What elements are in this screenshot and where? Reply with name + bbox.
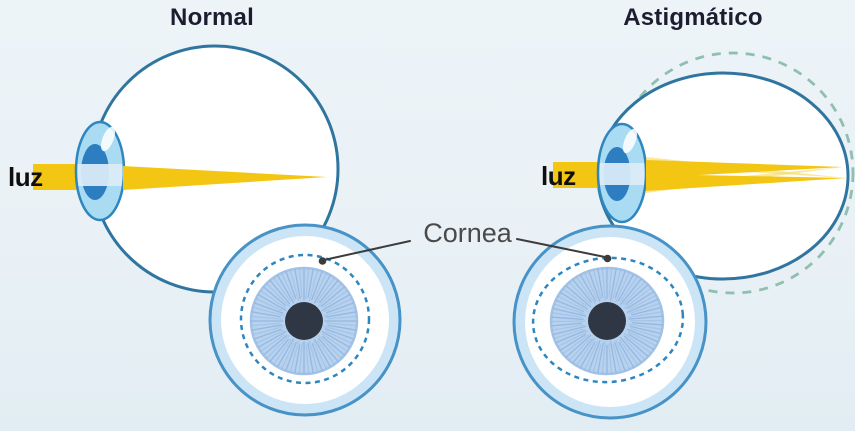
light-label-left: luz [8,162,43,192]
light-through-cornea-left [76,164,124,186]
leader-dot-right [603,254,612,263]
normal-title: Normal [170,4,254,31]
cornea-side-right [596,122,648,224]
cornea-side-left [74,120,126,222]
cornea-dashed-ellipse-right [531,256,685,384]
cornea-leader-left [318,240,411,265]
cornea-label: Cornea [423,218,512,248]
iris-striations-left [250,267,358,375]
iris-striations-right [550,267,664,375]
pupil-right [588,302,626,340]
cornea-shine-right [622,128,638,154]
light-beam-left-incoming [33,164,81,190]
normal-cornea-front-view [208,223,402,417]
light-beam-right-focus-1 [646,160,843,178]
astigmatic-cornea-front-view [512,224,708,420]
light-beam-left-focused [123,166,327,190]
pupil-left [285,302,323,340]
cornea-leader-right [516,238,612,263]
light-beam-right-focus-2 [646,174,847,191]
light-label-right: luz [541,161,576,191]
cornea-dashed-circle-left [239,253,371,385]
light-through-cornea-right [598,163,646,185]
cornea-shine-left [100,126,116,152]
leader-dot-left [318,257,327,265]
astigmatic-title: Astigmático [623,4,763,31]
